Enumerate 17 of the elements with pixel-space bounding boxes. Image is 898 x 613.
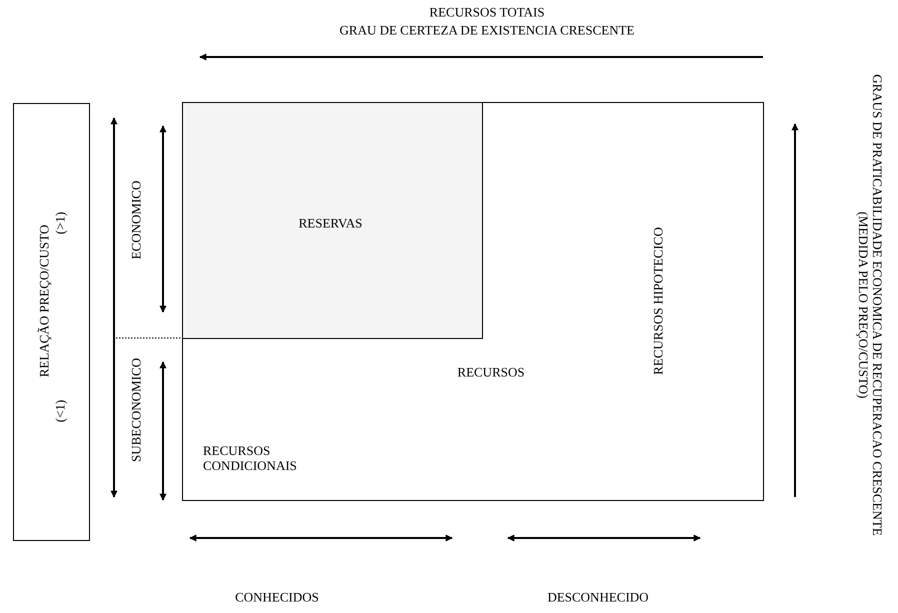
heading: RECURSOS TOTAIS xyxy=(429,4,545,20)
box-label: RELAÇÃO PREÇO/CUSTO xyxy=(36,224,52,378)
axis-label: DESCONHECIDO xyxy=(547,590,649,604)
box-label: RESERVAS xyxy=(298,215,362,230)
axis-label: ECONOMICO xyxy=(128,180,144,260)
box-label: RECURSOS HIPOTECICO xyxy=(650,227,666,375)
reserves-box xyxy=(182,102,482,338)
box-label: (<1) xyxy=(52,400,68,422)
box-label: RECURSOS CONDICIONAIS xyxy=(203,443,298,473)
resources-box xyxy=(182,102,764,501)
axis-label: SUBECONOMICO xyxy=(128,358,144,462)
heading: GRAU DE CERTEZA DE EXISTENCIA CRESCENTE xyxy=(340,22,634,38)
box-label: RECURSOS xyxy=(457,364,525,380)
box-label: (>1) xyxy=(52,212,68,234)
axis-label: CONHECIDOS xyxy=(235,590,319,604)
axis-label-box xyxy=(13,103,90,541)
axis-label: GRAUS DE PRATICABILIDADE ECONOMICA DE RECUPERACAO CRESCENTE (MEDIDA PELO PREÇO/CUSTO) xyxy=(856,73,884,538)
